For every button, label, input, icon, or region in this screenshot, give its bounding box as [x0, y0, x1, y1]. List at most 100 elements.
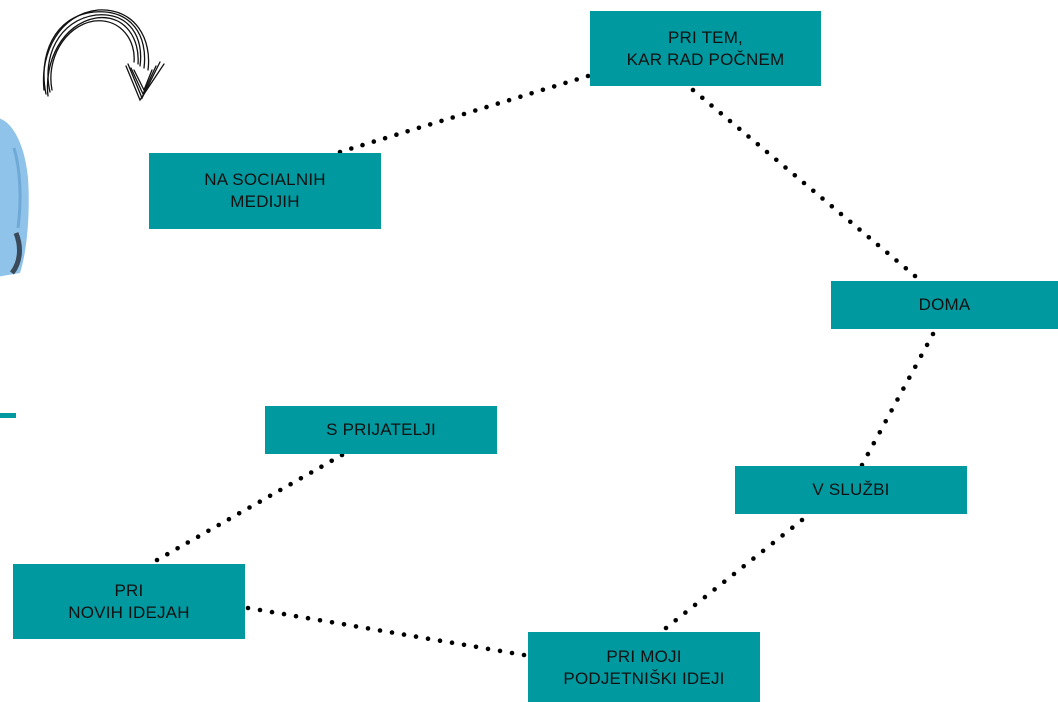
connector-dot: [912, 273, 918, 279]
node-pri-tem: PRI TEM, KAR RAD POČNEM: [590, 11, 821, 86]
connector-dot: [848, 219, 853, 225]
connector-dot: [195, 534, 201, 539]
connector-dot: [820, 196, 825, 201]
connector-dot: [245, 605, 251, 611]
connector-dot: [497, 648, 503, 654]
connector-dot: [709, 103, 714, 108]
connector-dot: [518, 94, 523, 99]
connector-dot: [540, 87, 546, 93]
connector-dot: [790, 525, 795, 530]
connector-dot: [329, 620, 335, 625]
connector-dot: [770, 540, 776, 546]
connector-dot: [341, 622, 347, 627]
connector-dot: [673, 618, 678, 623]
connector-dot: [257, 499, 263, 505]
connector-dot: [871, 440, 877, 446]
node-pri-moji-podjetniski-ideji: PRI MOJI PODJETNIŠKI IDEJI: [528, 632, 760, 702]
node-line: PODJETNIŠKI IDEJI: [563, 668, 725, 688]
connector-dot: [319, 464, 324, 470]
node-line: PRI TEM,: [668, 27, 743, 47]
connector-dot: [449, 640, 455, 645]
connector-dot: [377, 628, 383, 633]
connector-dot: [865, 451, 871, 457]
connector-dot: [360, 142, 365, 148]
node-doma: DOMA: [831, 281, 1058, 329]
connector-dot: [907, 375, 912, 381]
connector-dot: [413, 634, 419, 639]
connector-dot: [269, 609, 275, 615]
connector-dot: [484, 104, 489, 110]
node-na-socialnih-medijih: NA SOCIALNIH MEDIJIH: [149, 153, 381, 229]
connector-dot: [185, 540, 191, 545]
connector-dot: [751, 556, 756, 561]
connector-dot: [875, 242, 881, 248]
connector-dot: [382, 135, 388, 141]
connector-dot: [913, 364, 918, 370]
connector-dot: [293, 613, 299, 619]
connector-dot: [563, 80, 568, 86]
connector-dot: [889, 408, 894, 413]
connector-dot: [267, 493, 273, 499]
connector-dot: [894, 258, 899, 263]
node-pri-novih-idejah: PRI NOVIH IDEJAH: [13, 564, 245, 639]
connector-dot: [857, 227, 862, 232]
connector-dot: [755, 142, 761, 147]
connector-dot: [247, 505, 252, 510]
connector-dot: [495, 101, 501, 106]
connector-dot: [918, 353, 924, 359]
connector-dot: [461, 642, 467, 648]
connector-dot: [405, 129, 410, 134]
connector-dot: [801, 180, 807, 186]
connector-dot: [727, 118, 733, 124]
connector-dot: [877, 430, 883, 435]
node-line: NA SOCIALNIH: [204, 170, 326, 189]
connector-dot: [760, 548, 766, 554]
connector-dot: [692, 602, 698, 608]
connector-dot: [216, 522, 221, 528]
connector-dot: [811, 188, 816, 194]
connector-dot: [317, 618, 323, 623]
connector-dot: [389, 630, 395, 635]
connector-dot: [799, 517, 805, 523]
connector-dot: [866, 235, 872, 240]
connector-dot: [278, 487, 283, 493]
connector-dot: [329, 458, 335, 464]
connector-dot: [529, 91, 534, 96]
connector-dot: [746, 134, 751, 139]
node-line: NOVIH IDEJAH: [68, 602, 190, 622]
node-line: KAR RAD POČNEM: [626, 49, 785, 69]
connector-dot: [718, 111, 724, 116]
connector-dot: [700, 95, 705, 101]
connector-dot: [764, 149, 770, 155]
connector-dot: [371, 139, 377, 144]
connector-dot: [895, 397, 900, 402]
connector-dot: [437, 638, 443, 643]
connector-dot: [308, 470, 314, 475]
connector-dot: [585, 73, 591, 79]
connector-dot: [930, 331, 936, 337]
connector-dot: [663, 625, 669, 631]
connector-dot: [885, 250, 890, 256]
connector-dot: [792, 173, 798, 178]
connector-dot: [712, 587, 717, 592]
connector-dot: [394, 132, 399, 137]
connector-dot: [722, 579, 727, 584]
accent-bar: [0, 413, 16, 418]
connector-dot: [506, 97, 512, 103]
connector-dot: [416, 125, 422, 131]
connector-dot: [461, 111, 467, 117]
node-line: S PRIJATELJI: [326, 420, 436, 439]
connector-dot: [737, 126, 742, 132]
connector-dot: [298, 476, 304, 481]
node-line: V SLUŽBI: [812, 480, 890, 499]
connector-dot: [683, 610, 688, 615]
connector-dot: [401, 632, 407, 637]
connector-dot: [427, 122, 433, 127]
connector-dot: [349, 146, 354, 151]
hand-drawn-curved-arrow-icon: [42, 9, 165, 102]
connector-dot: [741, 564, 746, 569]
connector-dot: [425, 636, 431, 641]
connector-dot: [175, 546, 180, 551]
connector-dot: [883, 419, 888, 424]
connector-dot: [903, 266, 909, 271]
